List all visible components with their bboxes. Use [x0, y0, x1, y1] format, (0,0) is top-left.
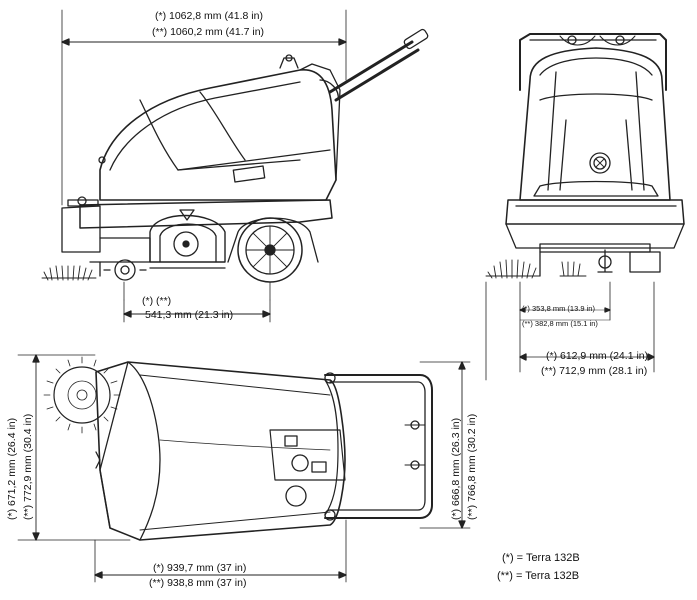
right-width-label-b: (**) 766,8 mm (30.2 in): [466, 413, 478, 520]
front-width-label-b: (**) 712,9 mm (28.1 in): [541, 365, 648, 377]
bottom-length-label-a: (*) 939,7 mm (37 in): [153, 562, 247, 574]
top-length-label-a: (*) 1062,8 mm (41.8 in): [155, 10, 263, 22]
front-small-label-b: (**) 382,8 mm (15.1 in): [522, 319, 598, 328]
right-width-label-a: (*) 666,8 mm (26.3 in): [450, 417, 462, 520]
left-width-label-a: (*) 671,2 mm (26.4 in): [6, 417, 18, 520]
front-view: [485, 33, 685, 381]
brush-marks-label: (*) (**): [142, 295, 172, 307]
front-small-label-a: (*) 353,8 mm (13.9 in): [522, 304, 595, 313]
front-width-label-a: (*) 612,9 mm (24.1 in): [546, 350, 649, 362]
left-width-label-b: (**) 772,9 mm (30.4 in): [22, 413, 34, 520]
top-length-label-b: (**) 1060,2 mm (41.7 in): [152, 26, 265, 38]
bottom-length-label-b: (**) 938,8 mm (37 in): [149, 577, 247, 589]
legend-double: (**) = Terra 132B: [497, 570, 580, 582]
side-view: [41, 9, 429, 323]
top-view: [17, 354, 471, 583]
brush-offset-label: 541,3 mm (21.3 in): [145, 309, 234, 321]
legend-single: (*) = Terra 132B: [502, 552, 580, 564]
